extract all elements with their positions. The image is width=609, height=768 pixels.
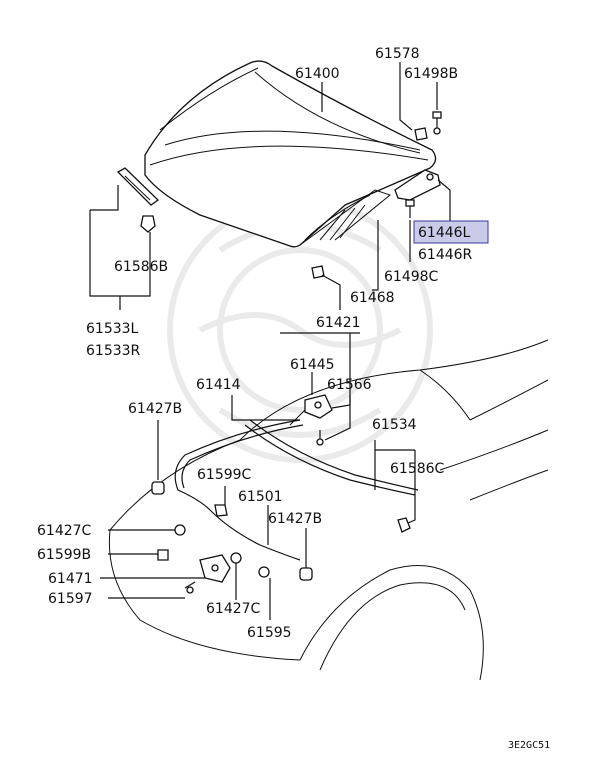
label-61586C: 61586C [390, 461, 445, 477]
clip-61586C [397, 517, 411, 533]
label-61446L[interactable]: 61446L [418, 225, 471, 241]
leader-lines [89, 62, 451, 620]
lock-61471 [199, 554, 231, 583]
bolt-61498B [432, 111, 442, 135]
label-61427B-bottom: 61427B [268, 511, 322, 527]
label-61446R: 61446R [418, 247, 473, 263]
label-61427C-left: 61427C [37, 523, 92, 539]
clip-61599C [214, 504, 228, 517]
clip-61586B [140, 215, 156, 233]
bolt-61498C [405, 199, 415, 218]
label-61468: 61468 [350, 290, 395, 306]
label-61578: 61578 [375, 46, 420, 62]
label-61400: 61400 [295, 66, 340, 82]
highlight-61446L [413, 220, 489, 244]
hood-panel [144, 60, 437, 248]
label-61427C-bottom: 61427C [206, 601, 261, 617]
cushion-61427C [174, 524, 242, 564]
label-61427B-top: 61427B [128, 401, 182, 417]
label-61586B: 61586B [114, 259, 168, 275]
car-body [108, 339, 549, 681]
clip-61595 [258, 566, 270, 578]
part-labels: 61578 61498B 61400 61446L 61446R 61498C … [37, 46, 550, 751]
hood-hinge [394, 169, 441, 201]
label-61501: 61501 [238, 489, 283, 505]
label-61421: 61421 [316, 315, 361, 331]
label-61533R: 61533R [86, 343, 141, 359]
bolt-61597 [184, 581, 196, 594]
label-61445: 61445 [290, 357, 335, 373]
label-61597: 61597 [48, 591, 93, 607]
diagram-code: 3E2GC51 [508, 740, 550, 751]
label-61566: 61566 [327, 377, 372, 393]
label-61595: 61595 [247, 625, 292, 641]
hood-latch [289, 394, 333, 426]
bumper-61427B-bottom [299, 567, 313, 581]
label-61534: 61534 [372, 417, 417, 433]
label-61498B: 61498B [404, 66, 458, 82]
label-61599B: 61599B [37, 547, 91, 563]
label-61533L: 61533L [86, 321, 139, 337]
hood-strip [116, 167, 160, 206]
clip-61468 [311, 265, 325, 279]
label-61498C: 61498C [384, 269, 439, 285]
label-61471: 61471 [48, 571, 93, 587]
label-61414: 61414 [196, 377, 241, 393]
label-61599C: 61599C [197, 467, 252, 483]
bumper-61427B-top [151, 481, 165, 495]
clip-61599B [157, 549, 169, 561]
clip-61578 [414, 127, 428, 141]
release-cable [174, 419, 419, 561]
bolt-61566 [316, 430, 324, 446]
